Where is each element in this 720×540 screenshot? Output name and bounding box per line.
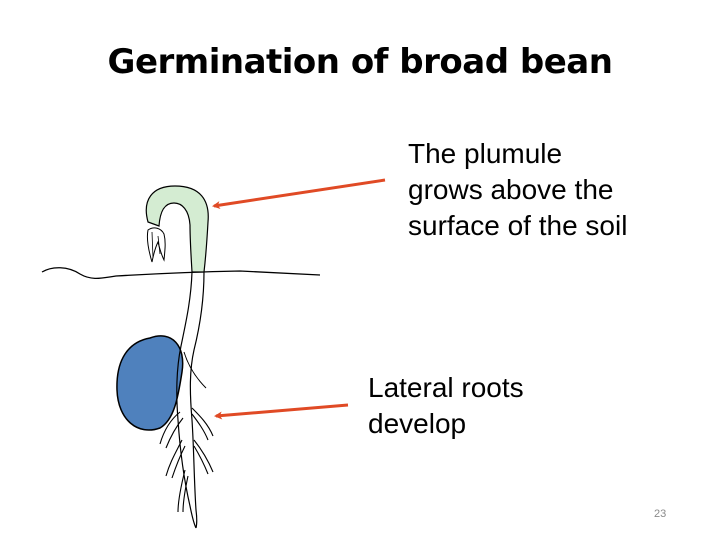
plumule-label-line: The plumule: [408, 138, 563, 169]
lateral-roots-left: [159, 411, 189, 513]
lateral-roots-label-line: develop: [368, 408, 467, 439]
lateral-roots-label-line: Lateral roots: [368, 372, 524, 403]
plumule: [145, 185, 209, 273]
page-number: 23: [654, 508, 667, 520]
arrow-to-plumule: [212, 178, 386, 210]
slide-title: Germination of broad bean: [107, 42, 613, 82]
lateral-roots-label: Lateral roots develop: [368, 370, 524, 442]
soil-line: [41, 267, 321, 280]
plumule-label-line: surface of the soil: [408, 210, 628, 241]
main-root: [176, 271, 205, 529]
lateral-roots-right: [191, 407, 214, 475]
arrow-to-lateral-roots: [214, 403, 349, 420]
plumule-label: The plumule grows above the surface of t…: [408, 136, 627, 244]
plumule-tip: [146, 227, 166, 263]
plumule-label-line: grows above the: [408, 174, 614, 205]
seed-cotyledon: [116, 335, 184, 431]
